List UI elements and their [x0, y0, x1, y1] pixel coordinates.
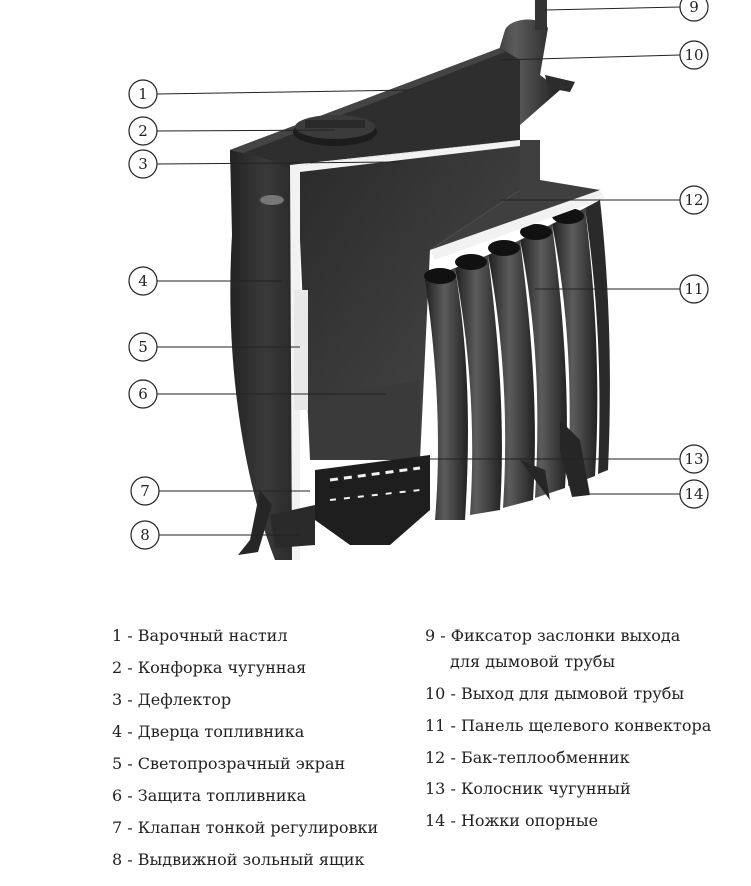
callout-5: 5	[129, 333, 157, 361]
legend-item-13: 13 - Колосник чугунный	[425, 779, 631, 799]
cast-iron-grate	[315, 455, 430, 545]
legend-item-10: 10 - Выход для дымовой трубы	[425, 684, 684, 704]
svg-text:4: 4	[138, 272, 148, 290]
callout-2: 2	[129, 117, 157, 145]
legend-item-6: 6 - Защита топливника	[112, 786, 306, 806]
svg-text:1: 1	[138, 85, 148, 103]
svg-text:14: 14	[684, 485, 703, 503]
legend-item-3: 3 - Дефлектор	[112, 690, 231, 710]
svg-text:2: 2	[138, 122, 148, 140]
legend-item-2: 2 - Конфорка чугунная	[112, 658, 306, 678]
svg-text:9: 9	[689, 0, 699, 16]
legend-item-4: 4 - Дверца топливника	[112, 722, 304, 742]
callout-10: 10	[680, 41, 708, 69]
callout-14: 14	[680, 480, 708, 508]
callout-4: 4	[129, 267, 157, 295]
svg-text:6: 6	[138, 385, 148, 403]
callout-13: 13	[680, 445, 708, 473]
callout-6: 6	[129, 380, 157, 408]
callout-7: 7	[131, 477, 159, 505]
legend-item-14: 14 - Ножки опорные	[425, 811, 598, 831]
callout-3: 3	[129, 150, 157, 178]
svg-text:7: 7	[140, 482, 150, 500]
legend-item-12: 12 - Бак-теплообменник	[425, 748, 630, 768]
svg-text:8: 8	[140, 526, 150, 544]
svg-text:12: 12	[684, 191, 703, 209]
svg-text:13: 13	[684, 450, 703, 468]
legend-item-5: 5 - Светопрозрачный экран	[112, 754, 345, 774]
callout-8: 8	[131, 521, 159, 549]
svg-text:5: 5	[138, 338, 148, 356]
glass-screen	[294, 290, 308, 410]
legend-item-1: 1 - Варочный настил	[112, 626, 288, 646]
svg-text:11: 11	[684, 280, 703, 298]
legend-item-9-cont: для дымовой трубы	[450, 652, 615, 672]
legend-item-7: 7 - Клапан тонкой регулировки	[112, 818, 378, 838]
legend-item-8: 8 - Выдвижной зольный ящик	[112, 850, 365, 870]
stove-cutaway-diagram: 1 2 3 4 5 6 7 8 9 10 12 11 13 14	[0, 0, 751, 600]
svg-text:3: 3	[138, 155, 148, 173]
svg-text:10: 10	[684, 46, 703, 64]
legend-item-9: 9 - Фиксатор заслонки выхода	[425, 626, 680, 646]
callout-12: 12	[680, 186, 708, 214]
legend-item-11: 11 - Панель щелевого конвектора	[425, 716, 711, 736]
callout-9: 9	[680, 0, 708, 21]
callout-1: 1	[129, 80, 157, 108]
callout-11: 11	[680, 275, 708, 303]
